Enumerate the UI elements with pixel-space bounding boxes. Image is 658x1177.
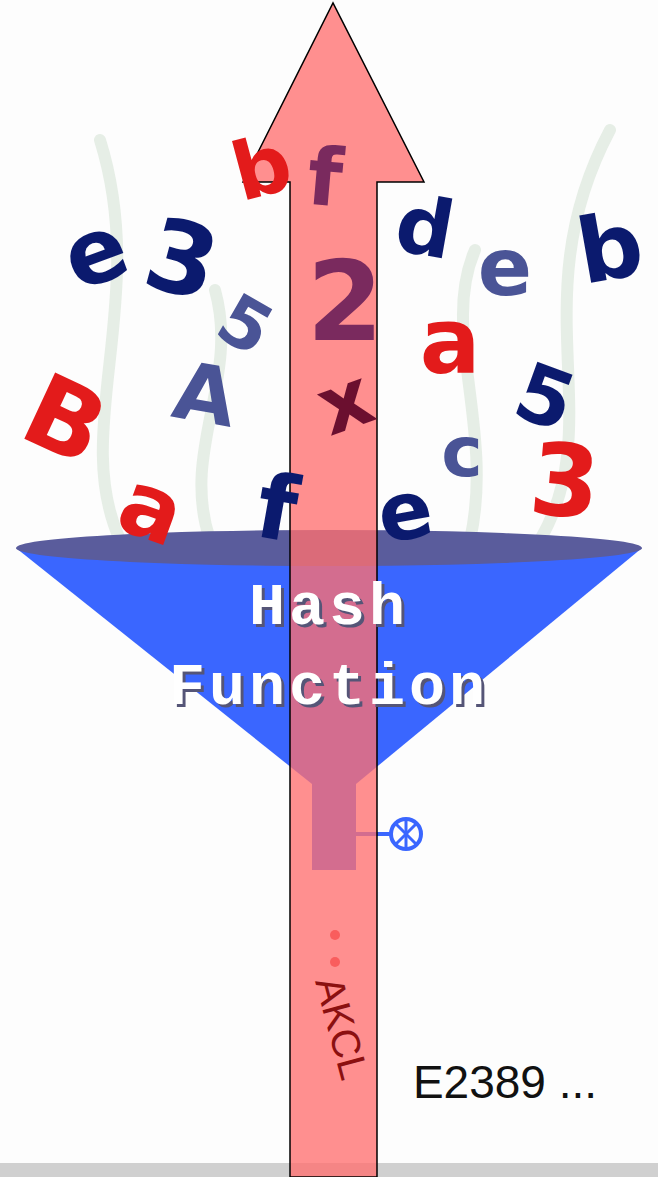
input-character: e <box>51 199 139 304</box>
input-character: x <box>307 356 383 449</box>
drip-dot <box>330 930 340 940</box>
input-character: f <box>304 137 346 220</box>
input-character: 3 <box>135 203 228 318</box>
input-character: e <box>478 228 532 308</box>
funnel-label: Hash Function <box>139 568 519 728</box>
input-character: A <box>168 350 243 440</box>
input-character: 5 <box>206 283 283 368</box>
funnel-cone <box>16 548 642 784</box>
hash-output-fragment: AKCL <box>309 972 375 1083</box>
bottom-bar <box>0 1163 658 1177</box>
drip-dot <box>330 957 340 967</box>
input-character: 3 <box>526 429 604 535</box>
input-character: b <box>570 198 649 298</box>
input-character: c <box>441 417 483 487</box>
hash-output: E2389 ... <box>413 1059 597 1105</box>
hash-funnel: Hash Function <box>16 528 642 788</box>
steam-wisp <box>463 250 477 540</box>
input-character: B <box>9 359 120 482</box>
input-character: b <box>224 122 300 214</box>
input-character: a <box>420 297 481 387</box>
input-character: d <box>390 184 460 273</box>
input-character: 2 <box>307 247 384 357</box>
valve <box>356 819 421 849</box>
funnel-spout <box>312 782 356 870</box>
